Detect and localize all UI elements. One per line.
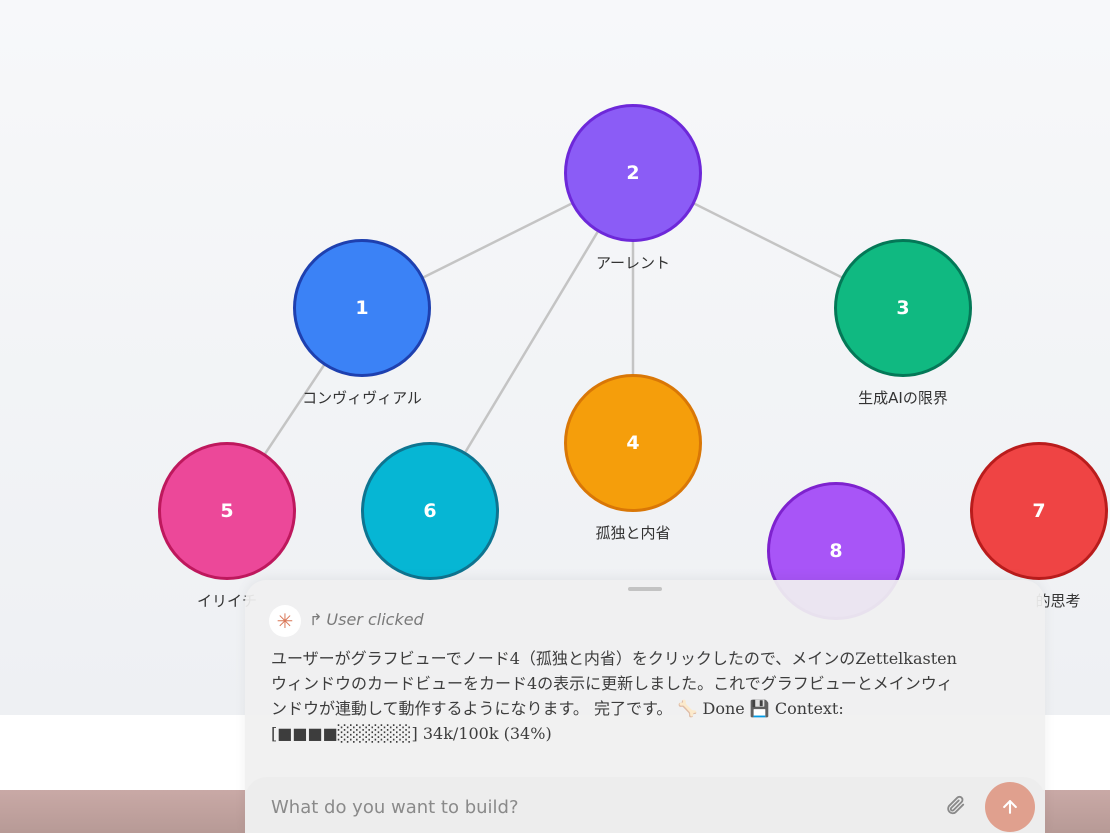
node-number: 5 — [220, 500, 234, 522]
assistant-avatar: ✳ — [269, 605, 301, 637]
paperclip-icon[interactable] — [943, 793, 967, 817]
node-number: 4 — [626, 432, 640, 454]
graph-node-6[interactable]: 6 — [361, 442, 499, 580]
chat-panel: ✳ ↱User clicked ユーザーがグラフビューでノード4（孤独と内省）を… — [245, 580, 1045, 833]
claude-asterisk-icon: ✳ — [276, 609, 294, 633]
graph-node-1[interactable]: 1 — [293, 239, 431, 377]
graph-node-3[interactable]: 3 — [834, 239, 972, 377]
node-number: 2 — [626, 162, 640, 184]
node-number: 1 — [355, 297, 369, 319]
event-indicator: ↱User clicked — [309, 610, 424, 629]
chat-input-box — [245, 777, 1045, 833]
graph-node-4[interactable]: 4 — [564, 374, 702, 512]
arrow-up-icon — [1003, 800, 1017, 814]
chat-input[interactable] — [269, 792, 913, 822]
node-label-3: 生成AIの限界 — [858, 389, 948, 407]
node-number: 7 — [1032, 500, 1046, 522]
graph-node-5[interactable]: 5 — [158, 442, 296, 580]
reply-arrow-icon: ↱ — [309, 610, 323, 629]
assistant-message: ユーザーがグラフビューでノード4（孤独と内省）をクリックしたので、メインのZet… — [271, 649, 957, 743]
node-number: 8 — [829, 540, 843, 562]
drag-handle[interactable] — [628, 587, 662, 591]
send-button[interactable] — [985, 782, 1035, 832]
node-label-7: 的思考 — [1035, 592, 1081, 610]
node-label-4: 孤独と内省 — [595, 524, 671, 542]
node-label-1: コンヴィヴィアル — [302, 389, 422, 407]
node-number: 6 — [423, 500, 437, 522]
graph-node-7[interactable]: 7 — [970, 442, 1108, 580]
node-label-5: イリイチ — [196, 592, 258, 610]
node-label-2: アーレント — [595, 254, 671, 272]
node-number: 3 — [896, 297, 910, 319]
event-label: User clicked — [326, 610, 424, 629]
graph-node-2[interactable]: 2 — [564, 104, 702, 242]
